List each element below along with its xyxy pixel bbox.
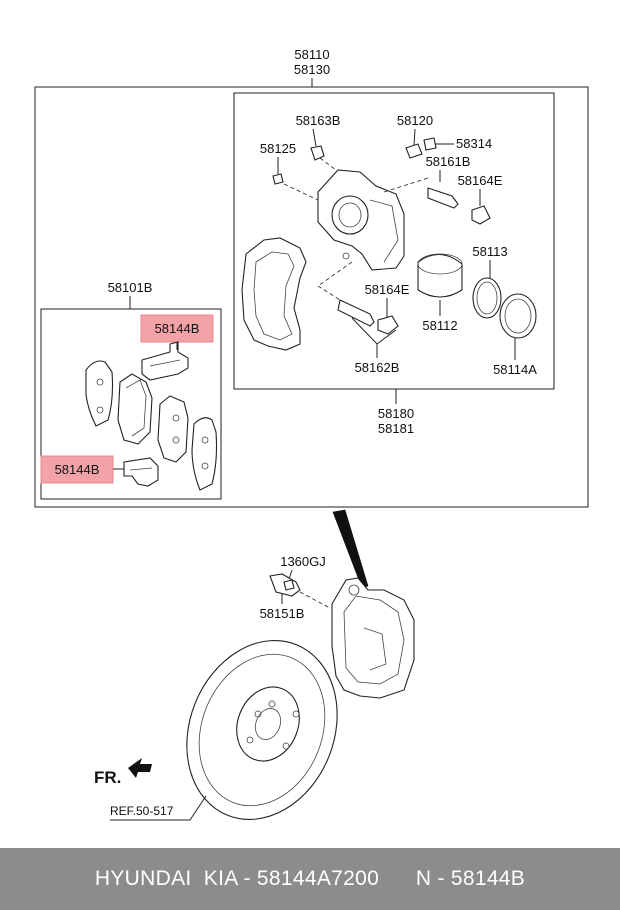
- label-58112: 58112: [422, 318, 457, 333]
- piston-seal-icon: [499, 293, 537, 339]
- guide-pin-upper-icon: [427, 187, 459, 209]
- dash-line: [317, 285, 341, 301]
- shim-left-icon: [85, 360, 114, 427]
- brake-rotor: [186, 639, 338, 821]
- guide-boot-upper-icon: [471, 205, 491, 225]
- dust-boot-icon: [472, 277, 502, 319]
- pad-kit-frame: [40, 308, 222, 500]
- caliper-parts: [241, 137, 537, 351]
- dash-line: [319, 157, 337, 171]
- footer-part-numbers: HYUNDAI KIA - 58144A7200 N - 58144B: [94, 867, 526, 890]
- caliper-mounted-icon: [331, 577, 415, 699]
- label-58163B: 58163B: [296, 113, 341, 128]
- dash-line: [317, 261, 353, 287]
- label-58314: 58314: [456, 136, 492, 151]
- label-58151B: 58151B: [260, 606, 305, 621]
- front-marker: FR.: [94, 768, 121, 787]
- clip-lower-icon: [123, 457, 159, 487]
- label-58180: 58180: [378, 406, 414, 421]
- caliper-carrier-icon: [241, 237, 307, 351]
- mounted-caliper: [269, 573, 415, 699]
- dash-line: [383, 177, 429, 193]
- clip-upper-icon: [141, 341, 189, 381]
- rotor-hub-icon: [236, 686, 300, 762]
- label-58130: 58130: [294, 62, 330, 77]
- piston-icon: [417, 253, 463, 298]
- label-58161B: 58161B: [426, 154, 471, 169]
- pad-kit-parts: [85, 341, 218, 491]
- caliper-subframe: [233, 92, 555, 390]
- pointer-arrow-icon: [332, 509, 369, 589]
- label-58110: 58110: [294, 47, 329, 62]
- guide-pin-lower-icon: [337, 299, 375, 327]
- small-bolt-icon: [272, 173, 284, 185]
- label-58101B: 58101B: [108, 280, 153, 295]
- dash-line: [283, 183, 319, 201]
- assembly-frame: [34, 86, 589, 508]
- shim-right-icon: [191, 417, 218, 491]
- guide-boot-lower-icon: [377, 315, 399, 335]
- front-arrow-icon: [128, 758, 152, 778]
- label-58113: 58113: [472, 244, 507, 259]
- dash-line: [299, 591, 331, 609]
- brake-caliper-diagram: 58110 58130 58101B 58144B 58144B: [34, 47, 589, 821]
- label-58162B: 58162B: [355, 360, 400, 375]
- caliper-bore-icon: [331, 195, 369, 235]
- assembly-label: 58110 58130: [294, 47, 330, 87]
- bleeder-boot-icon: [423, 137, 437, 151]
- label-58164E-upper: 58164E: [458, 173, 503, 188]
- label-58125: 58125: [260, 141, 296, 156]
- bleeder-cap-icon: [310, 145, 325, 161]
- pad-outer-icon: [157, 395, 189, 463]
- label-58181: 58181: [378, 421, 414, 436]
- caliper-labels: 58163B 58125 58120 58314 58161B 58164E 5…: [260, 113, 537, 377]
- pad-inner-icon: [117, 373, 153, 445]
- bleeder-screw-icon: [405, 143, 423, 159]
- label-1360GJ: 1360GJ: [280, 554, 326, 569]
- label-58114A: 58114A: [493, 362, 537, 377]
- label-58164E-lower: 58164E: [365, 282, 410, 297]
- reference-label: REF.50-517: [110, 804, 174, 818]
- mount-washer-icon: [283, 579, 295, 591]
- label-58144B-bottom: 58144B: [55, 462, 100, 477]
- footer-bar: HYUNDAI KIA - 58144A7200 N - 58144B: [0, 848, 620, 910]
- reference-underline: [110, 795, 207, 821]
- label-58144B-top: 58144B: [155, 321, 200, 336]
- label-58120: 58120: [397, 113, 433, 128]
